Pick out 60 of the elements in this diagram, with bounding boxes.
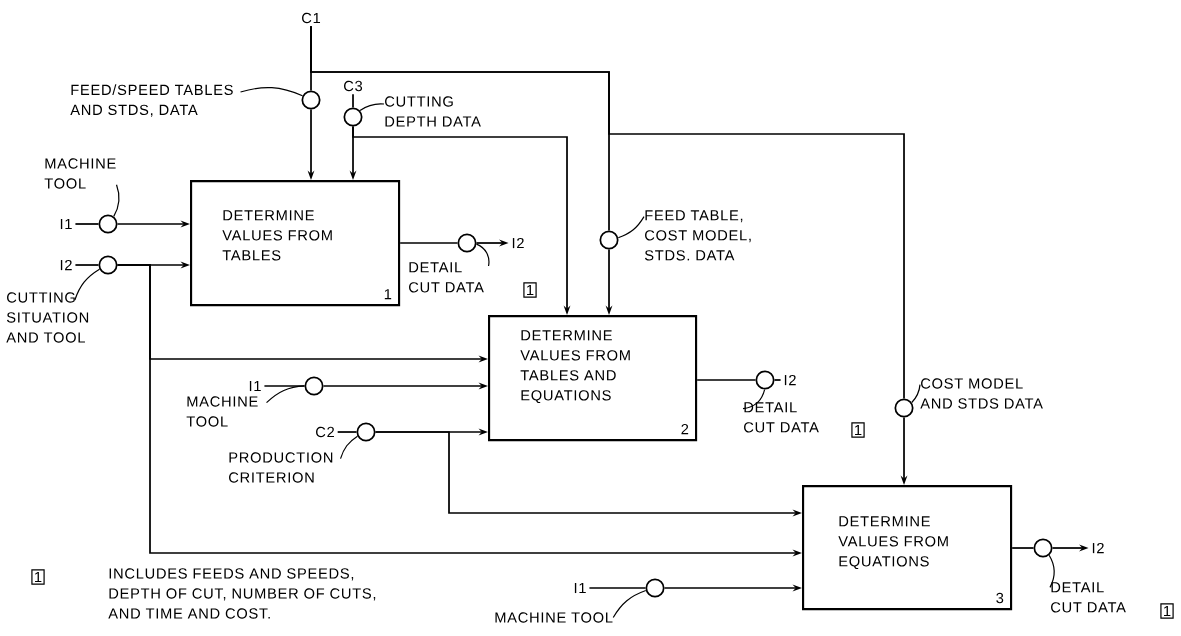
tunnel-circle — [98, 214, 118, 234]
arrow-code: I2 — [60, 259, 72, 271]
tunnel-circle — [755, 370, 775, 390]
arrow-label: PRODUCTION CRITERION — [229, 452, 333, 483]
tunnel-circle — [599, 230, 619, 250]
leader-line — [339, 435, 359, 460]
activity-box: DETERMINE VALUES FROM TABLES AND EQUATIONS 2 — [488, 315, 698, 442]
arrow-label: MACHINE TOOL — [186, 396, 258, 427]
connector-line — [399, 242, 459, 244]
leader-line — [265, 385, 306, 404]
leader-line — [113, 184, 120, 217]
arrow-code: C2 — [316, 426, 334, 438]
arrow-label: DETAIL CUT DATA — [1051, 582, 1126, 613]
leader-line — [475, 243, 490, 267]
leader-line — [239, 86, 304, 97]
arrow-label: FEED/SPEED TABLES AND STDS, DATA — [70, 84, 233, 117]
leader-line — [359, 103, 385, 112]
arrow-label: MACHINE TOOL — [495, 612, 613, 623]
leader-line — [911, 384, 921, 404]
activity-box: DETERMINE VALUES FROM TABLES 1 — [190, 180, 401, 307]
arrow-label: COST MODEL AND STDS DATA — [920, 378, 1043, 409]
leader-line — [617, 216, 645, 239]
arrow-label: DETAIL CUT DATA — [409, 262, 484, 293]
connector-line — [773, 379, 782, 381]
tunnel-circle — [894, 398, 914, 418]
arrow-label: CUTTING DEPTH DATA — [385, 96, 481, 127]
connector-line — [352, 93, 354, 109]
arrow-code: I2 — [1092, 542, 1104, 554]
arrow-code: C1 — [302, 12, 320, 24]
tunnel-circle — [356, 422, 376, 442]
arrow-code: I1 — [249, 380, 261, 392]
arrow-code: I2 — [512, 237, 524, 249]
arrow-code: I1 — [574, 582, 586, 594]
connector-line — [74, 264, 100, 266]
connector-line — [588, 587, 647, 589]
tunnel-circle — [98, 255, 118, 275]
footnote-text: INCLUDES FEEDS AND SPEEDS, DEPTH OF CUT, NUMBER OF CUTS, AND TIME AND COST. — [108, 568, 376, 619]
arrow-code: C3 — [344, 80, 363, 92]
leader-line — [612, 589, 647, 619]
tunnel-circle — [457, 233, 477, 253]
arrow-code: I2 — [784, 374, 796, 386]
arrow-code: I1 — [60, 218, 72, 230]
arrow-label: DETAIL CUT DATA — [744, 402, 819, 433]
activity-box: DETERMINE VALUES FROM EQUATIONS 3 — [802, 485, 1013, 611]
connector-line — [1011, 547, 1035, 549]
connector-line — [696, 379, 757, 381]
tunnel-circle — [301, 90, 321, 110]
connector-line — [336, 431, 358, 433]
leader-line — [1048, 554, 1055, 588]
arrow-label: MACHINE TOOL — [44, 158, 116, 189]
connector-line — [74, 223, 100, 225]
tunnel-circle — [304, 376, 324, 396]
arrow-label: FEED TABLE, COST MODEL, STDS. DATA — [644, 210, 751, 261]
arrow-label: CUTTING SITUATION AND TOOL — [6, 292, 89, 343]
tunnel-circle — [1033, 538, 1053, 558]
connector-line — [310, 25, 905, 400]
leader-line — [742, 388, 766, 410]
tunnel-circle — [343, 107, 363, 127]
leader-line — [74, 268, 101, 301]
tunnel-circle — [645, 578, 665, 598]
